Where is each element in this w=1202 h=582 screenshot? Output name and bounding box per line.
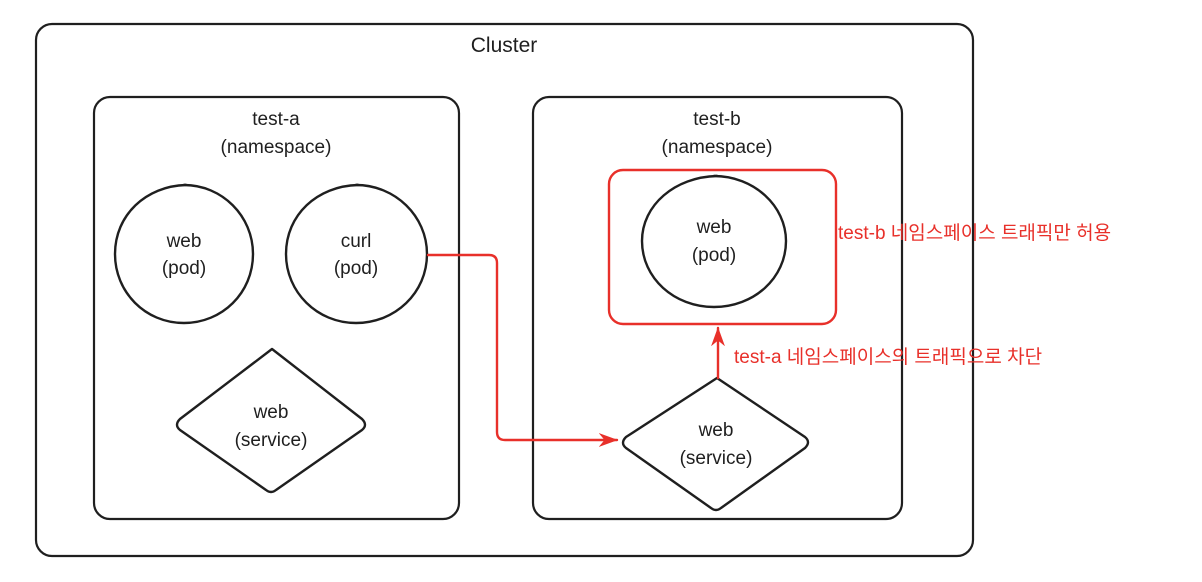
node-shape-test-a-web-pod — [113, 183, 255, 325]
node-shape-test-a-web-service — [175, 347, 367, 494]
node-shape-test-b-web-service — [621, 376, 810, 512]
namespace-boundary-test-b — [531, 95, 904, 521]
network-policy-boundary — [607, 168, 838, 326]
namespace-boundary-test-a — [92, 95, 461, 521]
cluster-boundary — [34, 22, 975, 558]
node-shape-test-b-web-pod — [640, 174, 788, 309]
node-shape-test-a-curl-pod — [284, 183, 429, 325]
edge-curl-to-test-b-service — [426, 253, 619, 447]
